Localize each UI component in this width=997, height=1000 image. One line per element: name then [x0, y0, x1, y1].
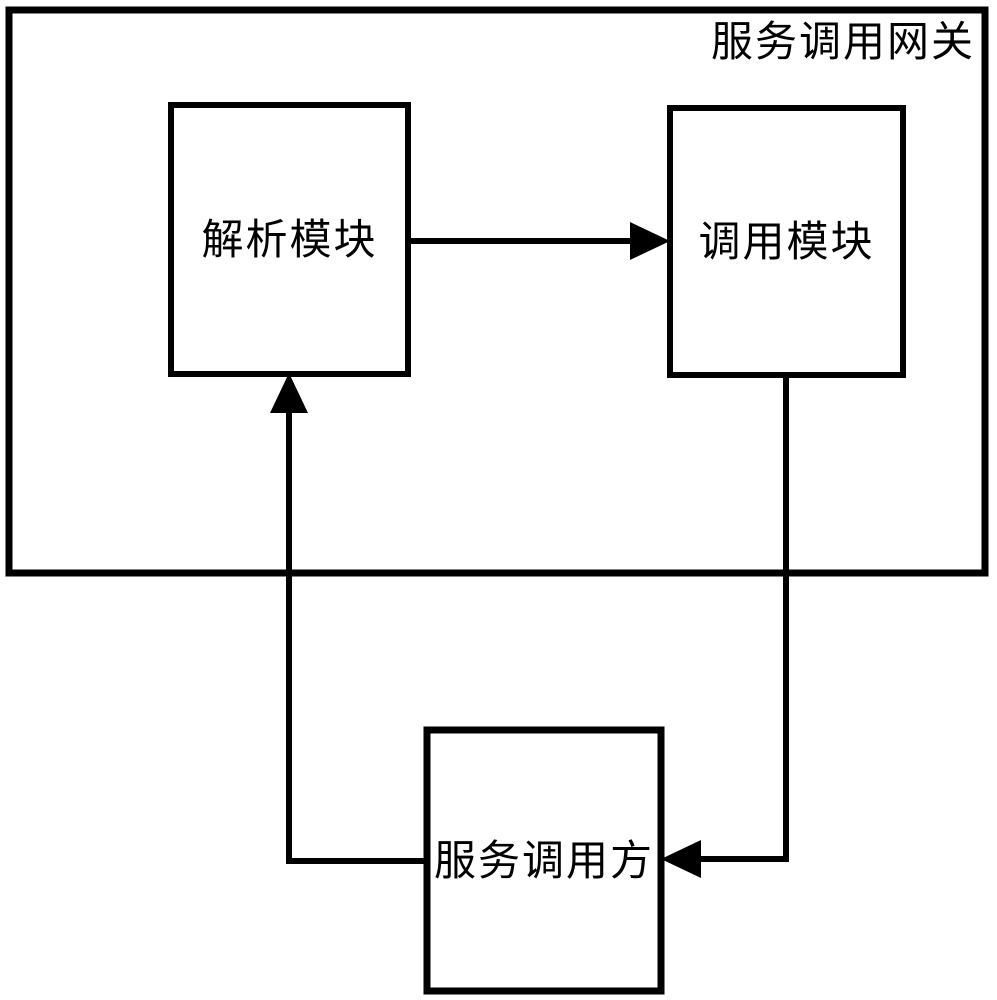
- arrowhead-up-into-parsing: [270, 373, 308, 413]
- service-caller-box: [423, 726, 665, 995]
- gateway-container-box: [5, 6, 989, 577]
- arrowhead-right-into-invoking: [630, 222, 670, 260]
- arrowhead-left-into-caller: [661, 840, 701, 878]
- edge-invoking-to-caller: [661, 375, 789, 878]
- invoking-module-box: [667, 105, 906, 378]
- parsing-module-box: [168, 102, 411, 377]
- gateway-title: 服务调用网关: [710, 17, 975, 66]
- edge-parsing-to-invoking: [408, 222, 670, 260]
- edge-caller-to-parsing: [270, 373, 427, 864]
